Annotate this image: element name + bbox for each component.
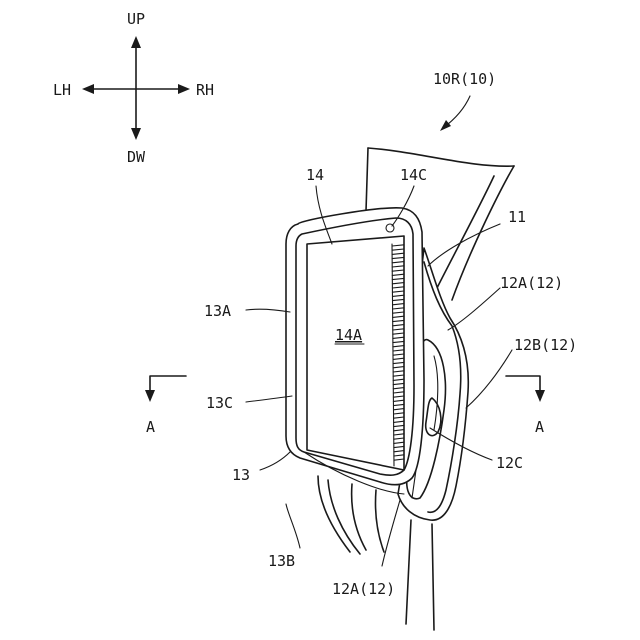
section-arrowhead-left-icon	[145, 390, 155, 402]
leader-arm-middle	[466, 350, 512, 408]
label-arm-pivot: 12C	[496, 454, 523, 472]
section-bracket-left	[150, 376, 186, 398]
label-frame-inner: 13C	[206, 394, 233, 412]
label-section-right: A	[535, 418, 544, 436]
leader-bracket	[428, 224, 500, 266]
section-bracket-right	[506, 376, 540, 398]
label-display-screen: 14A	[335, 326, 362, 344]
label-right: RH	[196, 81, 214, 99]
column-left-edge	[406, 520, 411, 624]
label-assembly: 10R(10)	[433, 70, 496, 88]
label-up: UP	[127, 10, 145, 28]
up-arrowhead-icon	[131, 36, 141, 48]
label-frame-base: 13B	[268, 552, 295, 570]
leader-arm-upper	[448, 288, 500, 330]
section-arrowhead-right-icon	[535, 390, 545, 402]
body-front-edge	[366, 148, 368, 211]
leader-arm-lower	[382, 500, 400, 566]
base-line-3	[352, 484, 366, 550]
column-right-edge	[432, 524, 434, 630]
body-inner-edge	[436, 176, 494, 290]
assembly-arrowhead-icon	[440, 120, 451, 131]
base-line-4	[375, 490, 384, 552]
leader-frame-base	[286, 504, 300, 548]
label-arm-middle: 12B(12)	[514, 336, 577, 354]
section-marker-left: A	[145, 376, 186, 436]
assembly-callout: 10R(10)	[433, 70, 496, 131]
label-arm-lower: 12A(12)	[332, 580, 395, 598]
support-column	[406, 520, 434, 630]
label-display-edge: 14C	[400, 166, 427, 184]
leader-frame-inner	[246, 396, 292, 402]
down-arrowhead-icon	[131, 128, 141, 140]
label-arm-upper: 12A(12)	[500, 274, 563, 292]
leader-frame-outer	[246, 309, 290, 312]
label-display: 14	[306, 166, 324, 184]
section-marker-right: A	[506, 376, 545, 436]
label-frame-outer: 13A	[204, 302, 231, 320]
label-left: LH	[53, 81, 71, 99]
leader-frame	[260, 452, 290, 470]
orientation-indicator: UP DW LH RH	[53, 10, 214, 166]
label-frame: 13	[232, 466, 250, 484]
body-top-edge	[368, 148, 514, 166]
base-line-1	[318, 476, 350, 552]
label-bracket: 11	[508, 208, 526, 226]
left-arrowhead-icon	[82, 84, 94, 94]
right-arrowhead-icon	[178, 84, 190, 94]
label-down: DW	[127, 148, 146, 166]
label-section-left: A	[146, 418, 155, 436]
